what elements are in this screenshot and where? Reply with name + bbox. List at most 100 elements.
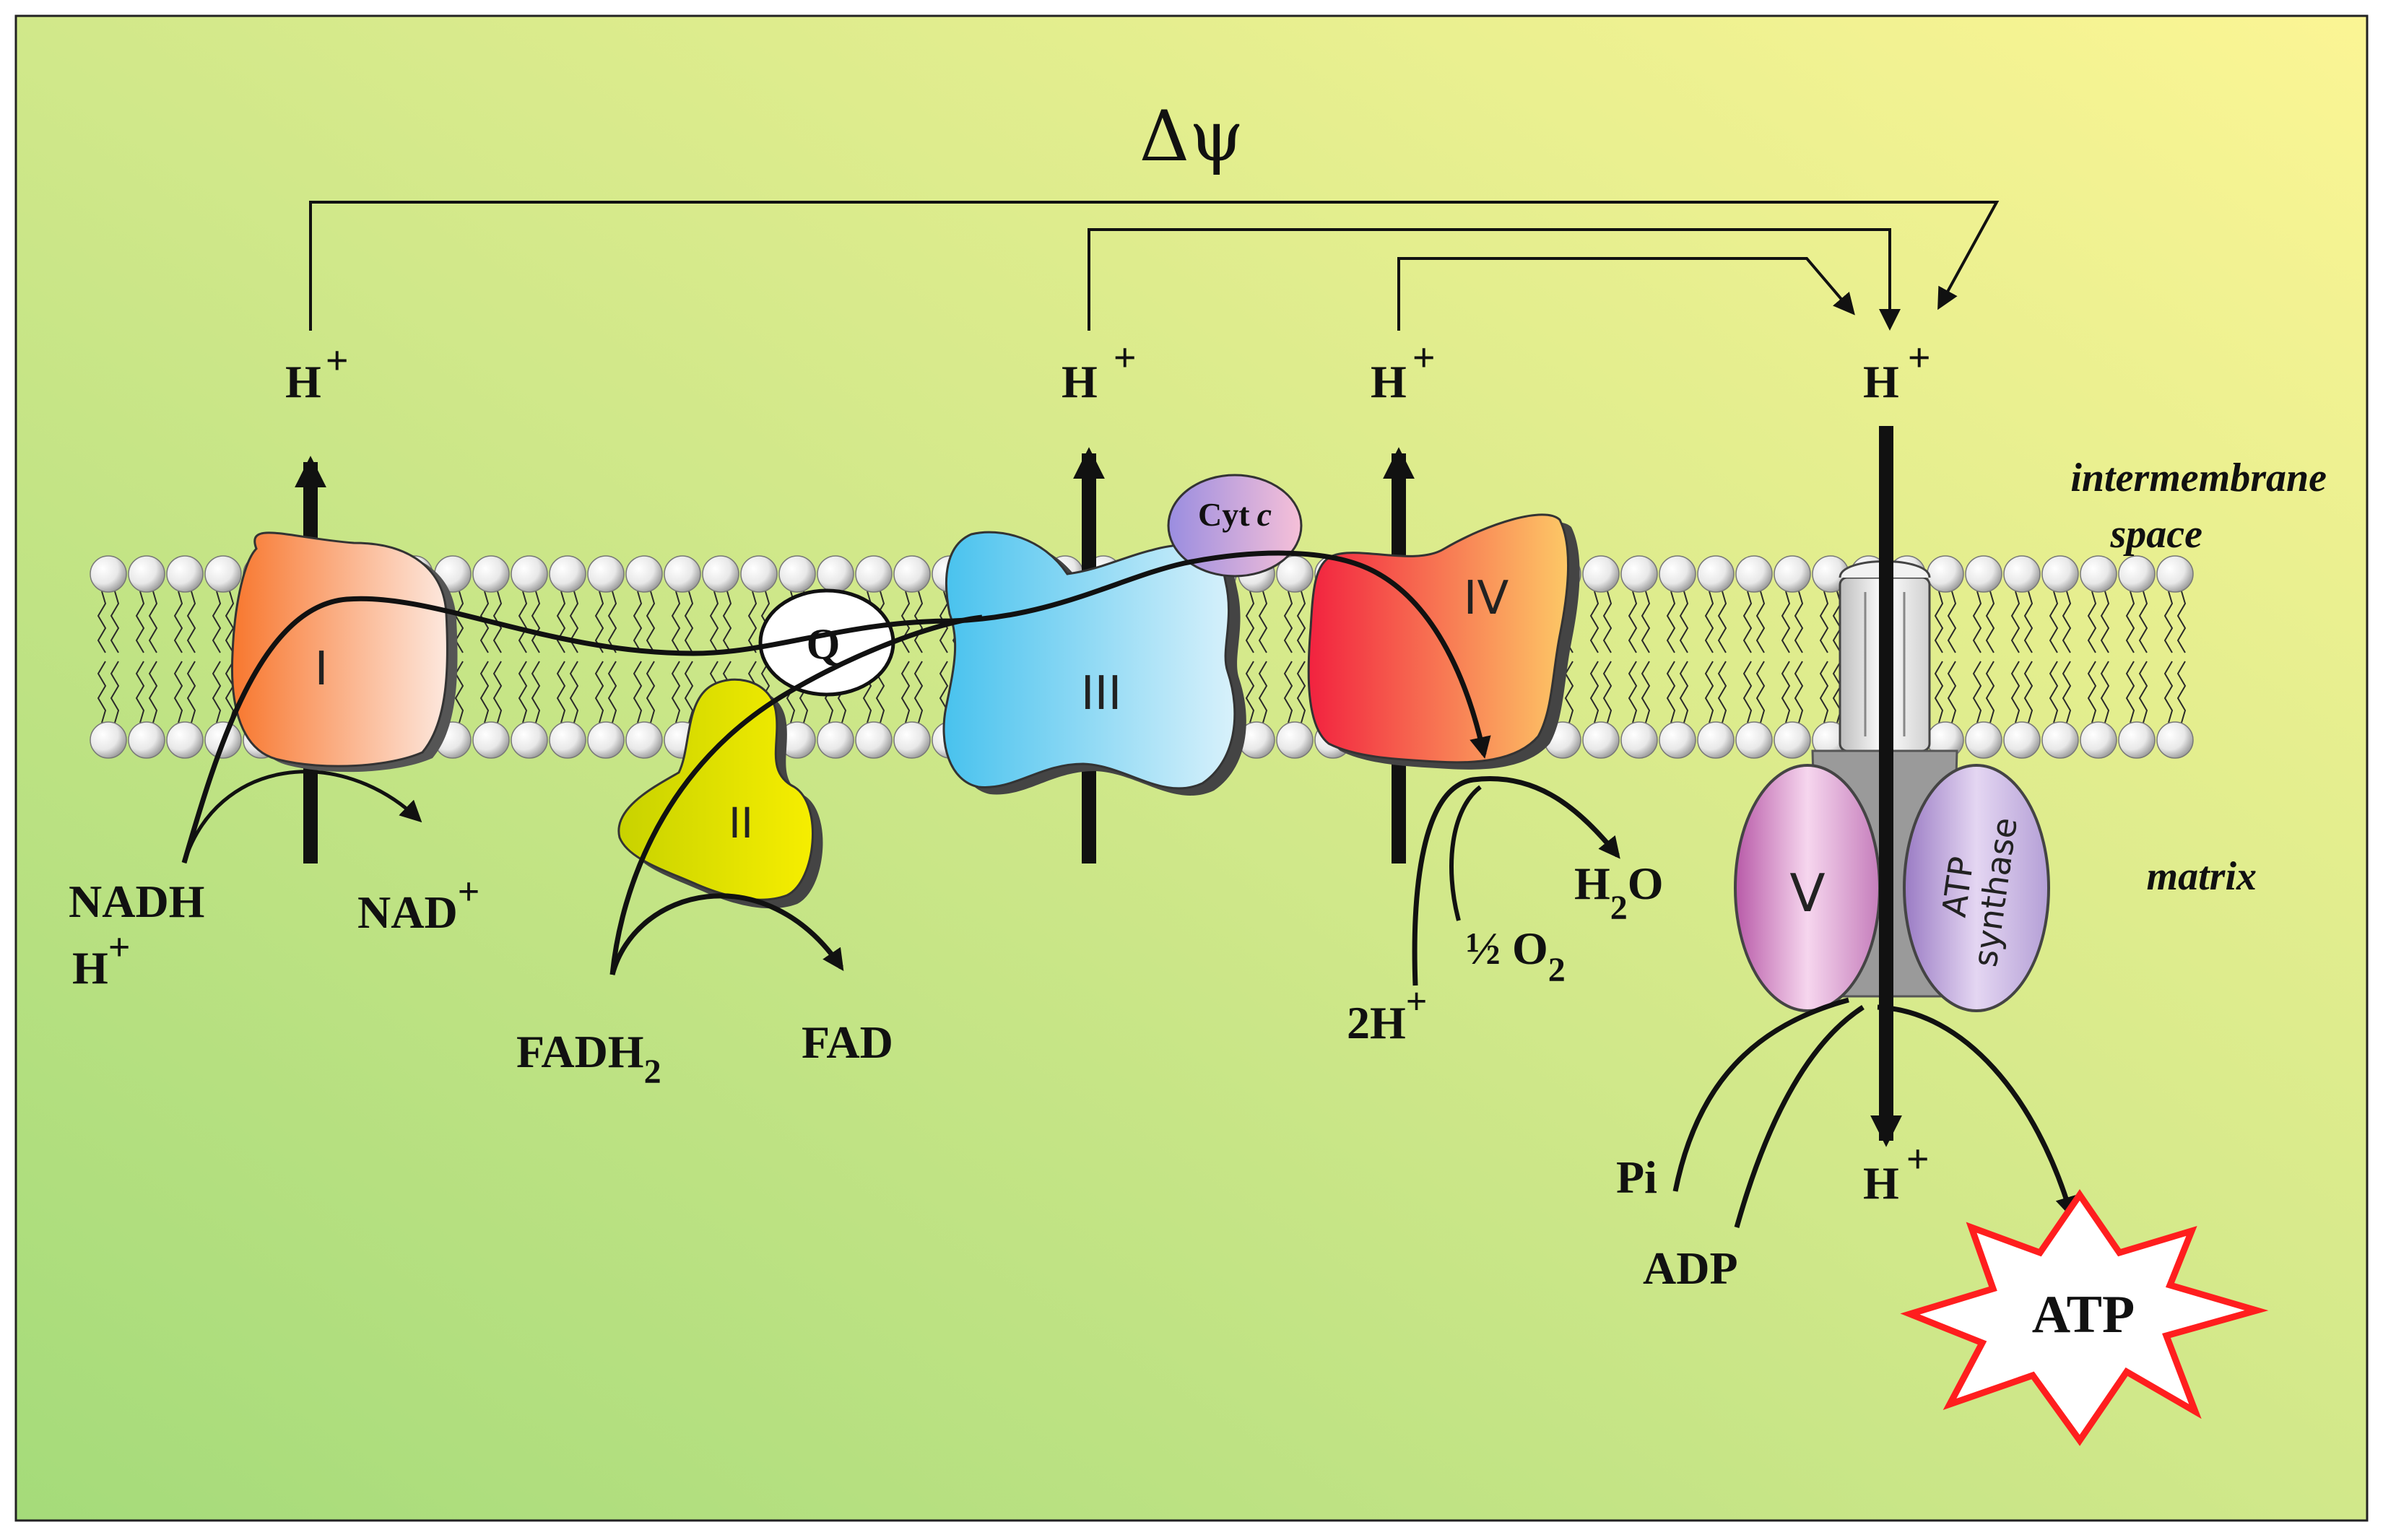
lipid-head bbox=[511, 555, 548, 593]
lipid-tail bbox=[1704, 591, 1714, 653]
lipid-head bbox=[128, 555, 165, 593]
fadh2-label: FADH2 bbox=[516, 1026, 661, 1091]
lipid-tail bbox=[1794, 591, 1804, 653]
lipid-head bbox=[1965, 721, 2002, 759]
lipid-head bbox=[1774, 555, 1811, 593]
lipid-tail bbox=[594, 661, 604, 723]
lipid-tail bbox=[1934, 591, 1944, 653]
complex-i-label: I bbox=[315, 643, 329, 696]
lipid-tail bbox=[2138, 591, 2148, 653]
lipid-tail bbox=[2023, 661, 2033, 723]
lipid-tail bbox=[1704, 661, 1714, 723]
lipid-head bbox=[2118, 555, 2156, 593]
lipid-tail bbox=[2100, 661, 2110, 723]
lipid-tail bbox=[1679, 661, 1689, 723]
lipid-tail bbox=[1589, 591, 1599, 653]
adp-label: ADP bbox=[1643, 1243, 1738, 1294]
lipid-tail bbox=[225, 591, 235, 653]
lipid-head bbox=[778, 555, 816, 593]
complex-iii-label: III bbox=[1081, 667, 1122, 721]
complex-iv-label: IV bbox=[1464, 572, 1509, 625]
lipid-tail bbox=[173, 591, 183, 653]
lipid-tail bbox=[531, 591, 541, 653]
lipid-head bbox=[549, 555, 586, 593]
lipid-tail bbox=[2176, 661, 2187, 723]
lipid-head bbox=[664, 555, 701, 593]
ubiquinone-q-label: Q bbox=[807, 620, 841, 668]
lipid-head bbox=[855, 555, 893, 593]
lipid-tail bbox=[173, 661, 183, 723]
lipid-head bbox=[549, 721, 586, 759]
atp-label: ATP bbox=[2032, 1285, 2135, 1344]
lipid-head bbox=[587, 721, 625, 759]
lipid-tail bbox=[1934, 661, 1944, 723]
lipid-tail bbox=[1742, 591, 1753, 653]
lipid-head bbox=[2118, 721, 2156, 759]
lipid-tail bbox=[684, 591, 694, 653]
reaction-arcs bbox=[182, 770, 2077, 1228]
lipid-head bbox=[1735, 721, 1773, 759]
lipid-head bbox=[472, 721, 510, 759]
svg-text:H+: H+ bbox=[285, 339, 349, 407]
half-o2-label: ½ O2 bbox=[1466, 923, 1566, 989]
lipid-head bbox=[2003, 555, 2041, 593]
lipid-tail bbox=[1947, 661, 1957, 723]
lipid-tail bbox=[2010, 661, 2020, 723]
lipid-tail bbox=[1296, 661, 1306, 723]
lipid-head bbox=[1774, 721, 1811, 759]
lipid-tail bbox=[531, 661, 541, 723]
svg-text:H+: H+ bbox=[1371, 336, 1436, 407]
lipid-tail bbox=[518, 661, 528, 723]
lipid-tail bbox=[1283, 591, 1293, 653]
lipid-head bbox=[1697, 721, 1735, 759]
lipid-tail bbox=[1717, 661, 1727, 723]
lipid-tail bbox=[1564, 661, 1574, 723]
lipid-head bbox=[740, 555, 778, 593]
lipid-head bbox=[1659, 721, 1696, 759]
lipid-tail bbox=[1755, 661, 1766, 723]
lipid-tail bbox=[1245, 591, 1255, 653]
atp-burst bbox=[1900, 1189, 2269, 1446]
lipid-head bbox=[1659, 555, 1696, 593]
lipid-tail bbox=[1717, 591, 1727, 653]
matrix-label: matrix bbox=[2147, 854, 2257, 899]
nad-label: NAD+ bbox=[357, 870, 479, 938]
lipid-tail bbox=[1296, 591, 1306, 653]
lipid-tail bbox=[148, 591, 158, 653]
lipid-head bbox=[2080, 721, 2117, 759]
lipid-tail bbox=[1972, 591, 1982, 653]
lipid-tail bbox=[1602, 661, 1612, 723]
lipid-tail bbox=[148, 661, 158, 723]
proton-labels: H+ H+ H+ H+ H+ bbox=[285, 336, 1931, 1209]
lipid-tail bbox=[110, 591, 120, 653]
h2o-label: H2O bbox=[1574, 858, 1664, 927]
lipid-tail bbox=[1258, 591, 1268, 653]
lipid-tail bbox=[135, 661, 145, 723]
lipid-head bbox=[625, 721, 663, 759]
intermembrane-space-label-2: space bbox=[2109, 512, 2202, 557]
lipid-tail bbox=[709, 591, 719, 653]
lipid-tail bbox=[186, 661, 196, 723]
lipid-head bbox=[1620, 555, 1658, 593]
lipid-tail bbox=[135, 591, 145, 653]
lipid-tail bbox=[1755, 591, 1766, 653]
lipid-tail bbox=[747, 591, 758, 653]
lipid-tail bbox=[1781, 661, 1791, 723]
lipid-tail bbox=[1781, 591, 1791, 653]
lipid-head bbox=[1965, 555, 2002, 593]
lipid-head bbox=[1276, 721, 1314, 759]
lipid-head bbox=[2003, 721, 2041, 759]
lipid-tail bbox=[97, 661, 107, 723]
lipid-tail bbox=[1679, 591, 1689, 653]
lipid-tail bbox=[2125, 661, 2135, 723]
lipid-tail bbox=[1628, 661, 1638, 723]
lipid-head bbox=[1697, 555, 1735, 593]
lipid-tail bbox=[1258, 661, 1268, 723]
complex-iii bbox=[942, 531, 1246, 796]
lipid-tail bbox=[212, 661, 222, 723]
lipid-head bbox=[2041, 721, 2079, 759]
svg-text:H+: H+ bbox=[1863, 336, 1931, 407]
lipid-tail bbox=[569, 661, 579, 723]
lipid-tail bbox=[2049, 661, 2059, 723]
